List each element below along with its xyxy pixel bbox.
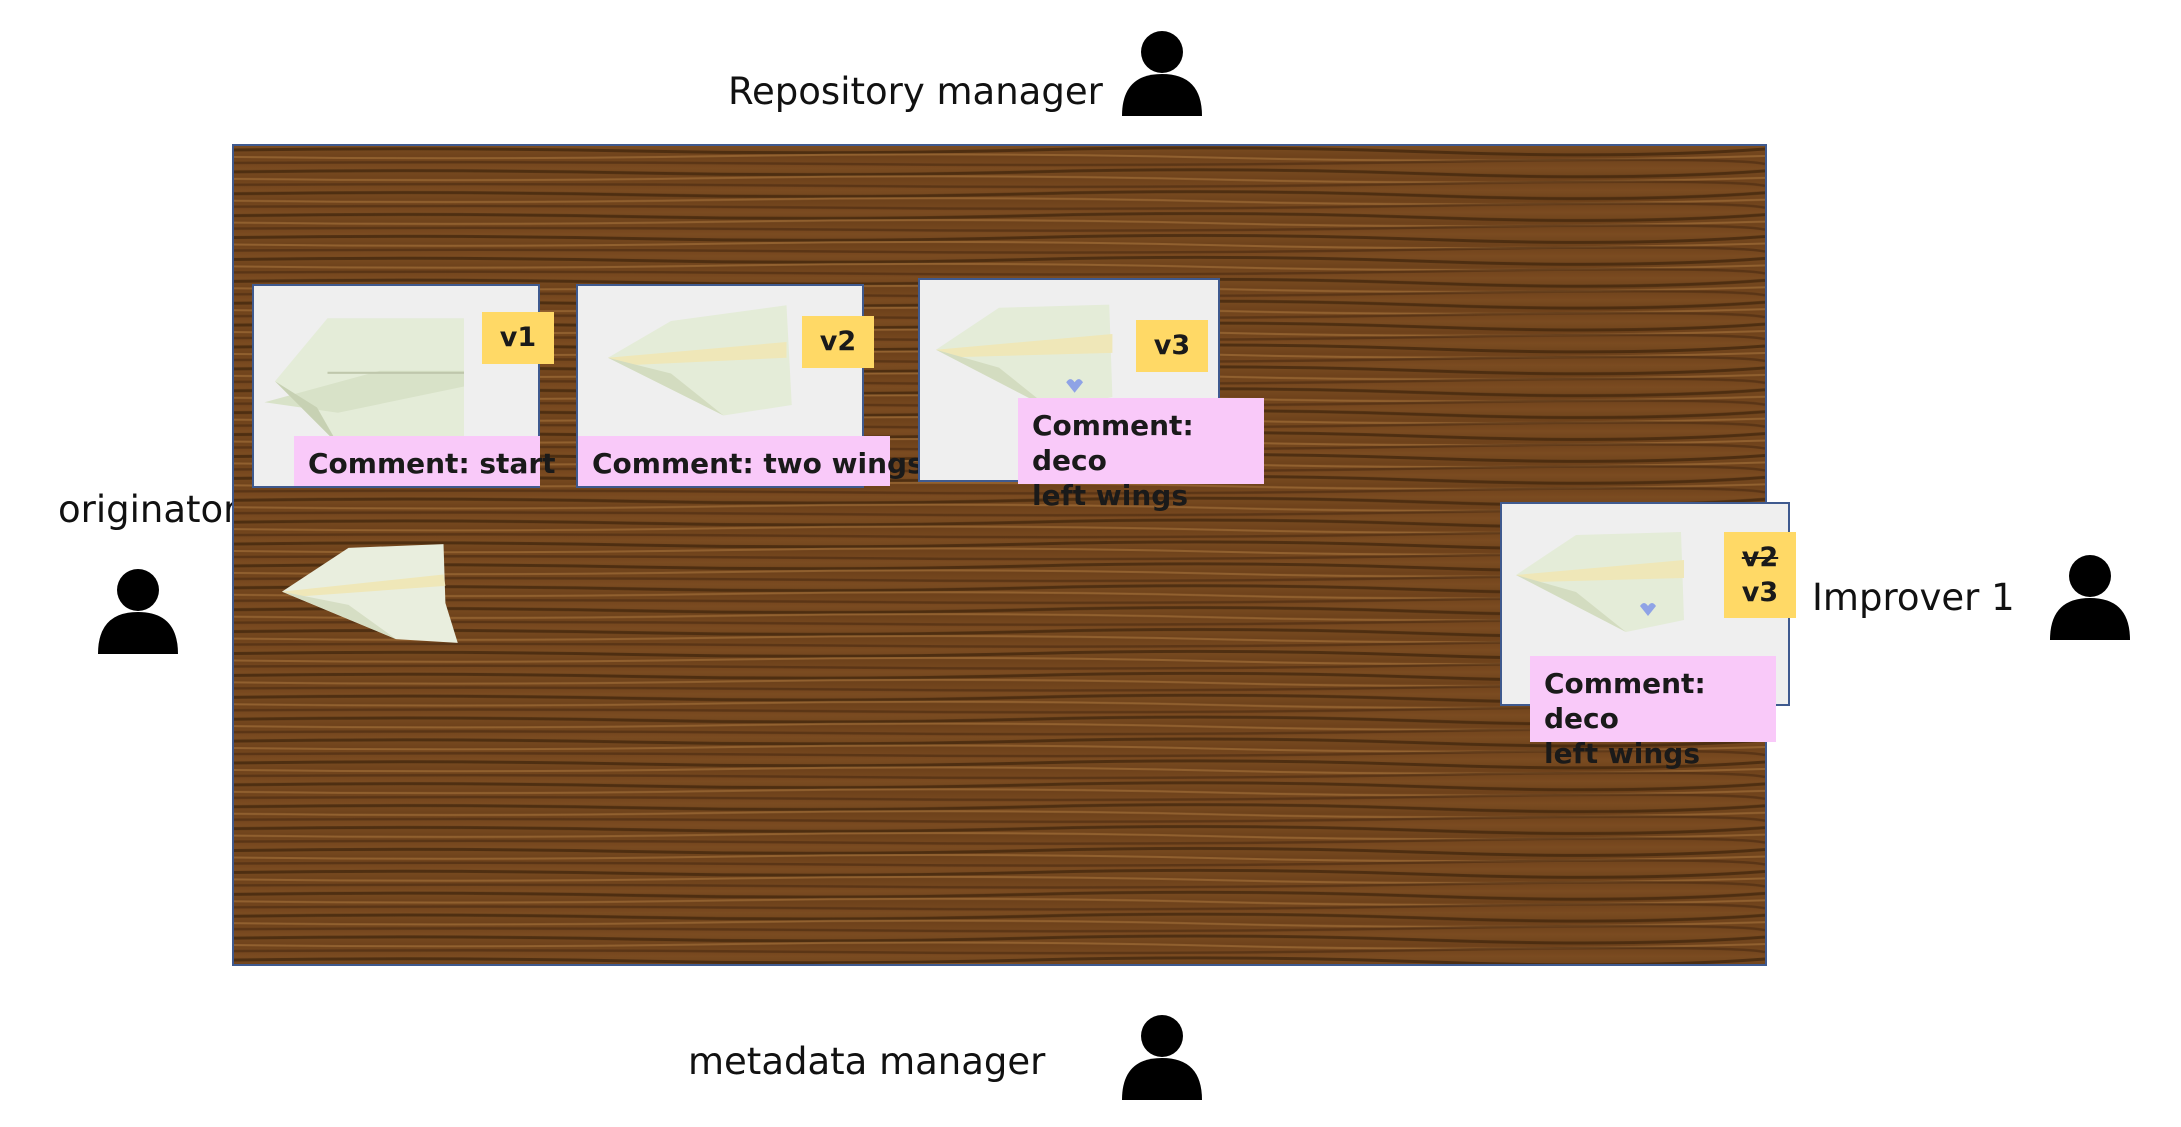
comment-v1: Comment: start bbox=[294, 436, 556, 486]
improver-comment: Comment: deco left wings bbox=[1530, 656, 1776, 770]
wooden-table-surface: v1 Comment: start v2 Comment: two wings … bbox=[232, 144, 1796, 966]
paper-plane-improved-icon bbox=[1516, 532, 1684, 632]
version-tag-v3: v3 bbox=[1136, 320, 1208, 372]
improver-comment-line2: left wings bbox=[1544, 737, 1701, 770]
repository-manager-label: Repository manager bbox=[728, 70, 1103, 113]
originator-person-icon bbox=[96, 566, 180, 654]
comment-v1-text: Comment: start bbox=[308, 447, 556, 480]
comment-v3-line2: left wings bbox=[1032, 479, 1189, 512]
originator-label: originator bbox=[58, 488, 239, 531]
version-tag-v1: v1 bbox=[482, 312, 554, 364]
loose-paper-plane-icon bbox=[282, 544, 458, 643]
repository-manager-person-icon bbox=[1120, 28, 1204, 116]
improver-old-version-text: v2 bbox=[1741, 541, 1779, 573]
version-tag-v2-text: v2 bbox=[819, 326, 857, 358]
comment-v3-line1: Comment: deco bbox=[1032, 409, 1194, 477]
improver-person-icon bbox=[2048, 552, 2132, 640]
improver-version-tag: v2 v3 bbox=[1724, 532, 1796, 618]
comment-v2-text: Comment: two wings bbox=[592, 447, 924, 480]
version-tag-v1-text: v1 bbox=[499, 322, 537, 354]
version-tag-v3-text: v3 bbox=[1153, 330, 1191, 362]
comment-v3: Comment: deco left wings bbox=[1018, 398, 1264, 512]
paper-plane-v2-icon bbox=[608, 305, 792, 416]
improver-comment-line1: Comment: deco bbox=[1544, 667, 1706, 735]
paper-plane-v3-icon bbox=[936, 304, 1113, 410]
comment-v2: Comment: two wings bbox=[578, 436, 924, 486]
improver-new-version-text: v3 bbox=[1741, 577, 1779, 608]
paper-plane-v1-icon bbox=[264, 318, 464, 445]
metadata-manager-label: metadata manager bbox=[688, 1040, 1046, 1083]
version-tag-v2: v2 bbox=[802, 316, 874, 368]
improver-label: Improver 1 bbox=[1812, 576, 2015, 619]
metadata-manager-person-icon bbox=[1120, 1012, 1204, 1100]
